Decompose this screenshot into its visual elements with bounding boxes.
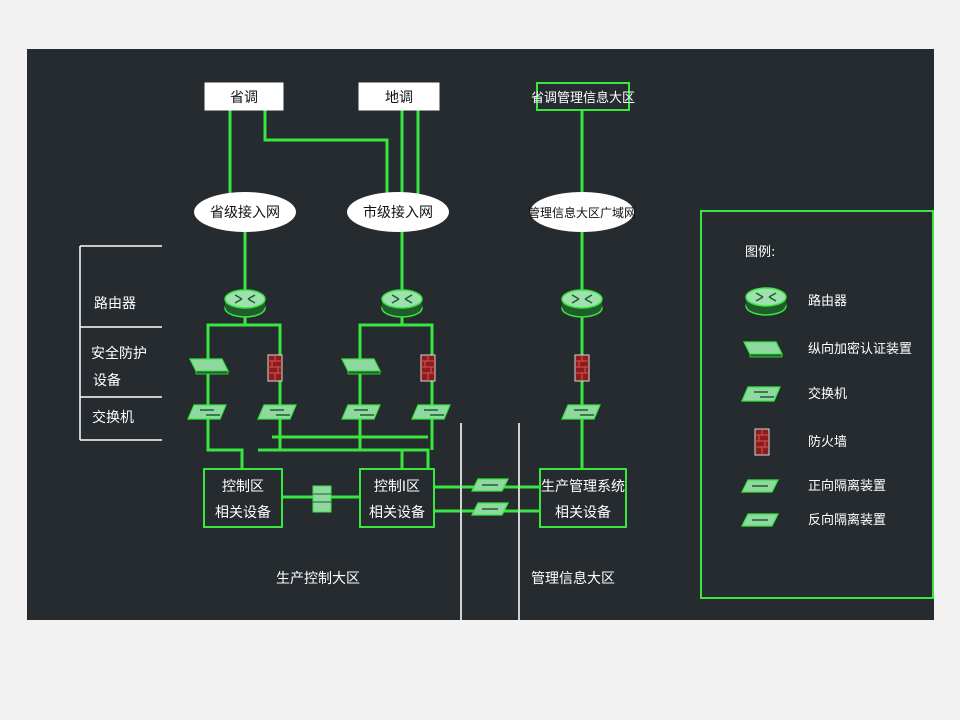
- provincial-dispatch-label: 省调: [230, 90, 258, 106]
- control-zone-a-box: [203, 468, 283, 528]
- encryption-device-icon: [743, 341, 783, 358]
- legend-label-switch: 交换机: [808, 386, 847, 402]
- zone-label-management-info: 管理信息大区: [531, 570, 615, 587]
- legend-title: 图例:: [745, 245, 775, 260]
- row-label-security-line2: 设备: [93, 372, 121, 389]
- zone-label-production-control: 生产控制大区: [276, 571, 360, 587]
- provincial-mis-zone-label: 省调管理信息大区: [531, 90, 635, 106]
- diagram-canvas: 省调 地调 省调管理信息大区 省级接入网 市级接入网 管理信息大区广域网 控制区…: [27, 49, 934, 620]
- switch-icon: [411, 404, 451, 420]
- legend-label-encryption: 纵向加密认证装置: [808, 341, 912, 357]
- firewall-icon: [420, 354, 436, 382]
- router-icon: [745, 287, 787, 316]
- local-dispatch-label: 地调: [385, 90, 413, 106]
- city-access-net: [347, 192, 449, 232]
- reverse-isolation-icon: [741, 513, 779, 527]
- firewall-icon: [574, 354, 590, 382]
- mis-wan-label: 管理信息大区广域网: [528, 205, 636, 220]
- reverse-isolation-icon: [471, 502, 509, 516]
- firewall-icon: [267, 354, 283, 382]
- control-zone-b-line2: 相关设备: [369, 504, 425, 521]
- city-access-net-label: 市级接入网: [363, 204, 433, 221]
- prod-mgmt-box: [539, 468, 627, 528]
- switch-icon: [341, 404, 381, 420]
- legend-label-router: 路由器: [808, 293, 847, 309]
- row-label-security-line1: 安全防护: [91, 345, 147, 362]
- encryption-device-icon: [189, 358, 229, 375]
- mis-wan: [530, 192, 634, 232]
- provincial-access-net-label: 省级接入网: [210, 204, 280, 221]
- switch-icon: [561, 404, 601, 420]
- forward-isolation-icon: [471, 478, 509, 492]
- network-diagram: 省调 地调 省调管理信息大区 省级接入网 市级接入网 管理信息大区广域网 控制区…: [79, 82, 934, 620]
- control-zone-a-line2: 相关设备: [215, 504, 271, 521]
- encryption-device-icon: [341, 358, 381, 375]
- router-icon: [381, 289, 423, 318]
- legend-box: [700, 210, 934, 599]
- gateway-device-icon: [312, 485, 332, 513]
- switch-icon: [257, 404, 297, 420]
- row-label-frame: [79, 245, 162, 441]
- prod-mgmt-line2: 相关设备: [555, 504, 611, 521]
- switch-icon: [741, 386, 781, 402]
- provincial-dispatch-box: [204, 82, 284, 111]
- legend-label-reverse-isolation: 反向隔离装置: [808, 512, 886, 528]
- row-label-switch: 交换机: [92, 409, 134, 426]
- firewall-icon: [754, 428, 770, 456]
- provincial-mis-zone-box: [536, 82, 630, 111]
- provincial-access-net: [194, 192, 296, 232]
- legend-label-firewall: 防火墙: [808, 434, 847, 450]
- control-zone-a-line1: 控制区: [222, 479, 264, 495]
- local-dispatch-box: [358, 82, 440, 111]
- control-zone-b-box: [359, 468, 435, 528]
- prod-mgmt-line1: 生产管理系统: [541, 479, 625, 495]
- forward-isolation-icon: [741, 479, 779, 493]
- switch-icon: [187, 404, 227, 420]
- router-icon: [224, 289, 266, 318]
- control-zone-b-line1: 控制Ⅰ区: [374, 479, 420, 495]
- legend-label-forward-isolation: 正向隔离装置: [808, 478, 886, 494]
- router-icon: [561, 289, 603, 318]
- row-label-router: 路由器: [94, 296, 136, 312]
